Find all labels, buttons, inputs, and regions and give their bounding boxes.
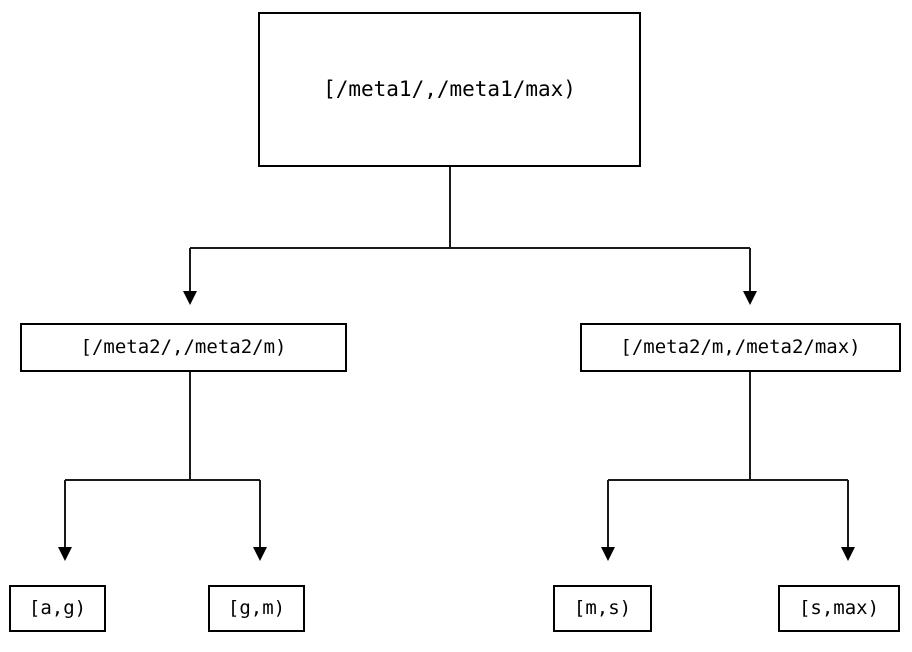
- arrowhead-mid-left: [183, 291, 197, 305]
- node-leaf-m-s[interactable]: [m,s): [553, 585, 652, 632]
- node-leaf-m-s-label: [m,s): [573, 597, 632, 619]
- node-root[interactable]: [/meta1/,/meta1/max): [258, 12, 641, 167]
- node-leaf-g-m-label: [g,m): [227, 597, 286, 619]
- node-root-label: [/meta1/,/meta1/max): [323, 77, 576, 101]
- edge-root-to-mid-group: [183, 167, 757, 305]
- node-leaf-a-g[interactable]: [a,g): [9, 585, 106, 632]
- arrowhead-leaf-s-max: [841, 547, 855, 561]
- node-leaf-g-m[interactable]: [g,m): [208, 585, 305, 632]
- node-mid-right[interactable]: [/meta2/m,/meta2/max): [580, 323, 901, 372]
- node-leaf-s-max-label: [s,max): [798, 597, 880, 619]
- node-mid-left[interactable]: [/meta2/,/meta2/m): [20, 323, 347, 372]
- arrowhead-leaf-m-s: [601, 547, 615, 561]
- node-mid-right-label: [/meta2/m,/meta2/max): [620, 336, 861, 358]
- edge-mid-left-to-leaves-group: [58, 372, 267, 561]
- node-leaf-s-max[interactable]: [s,max): [778, 585, 900, 632]
- arrowhead-leaf-a-g: [58, 547, 72, 561]
- arrowhead-mid-right: [743, 291, 757, 305]
- node-mid-left-label: [/meta2/,/meta2/m): [80, 336, 287, 358]
- arrowhead-leaf-g-m: [253, 547, 267, 561]
- node-leaf-a-g-label: [a,g): [28, 597, 87, 619]
- edge-mid-right-to-leaves-group: [601, 372, 855, 561]
